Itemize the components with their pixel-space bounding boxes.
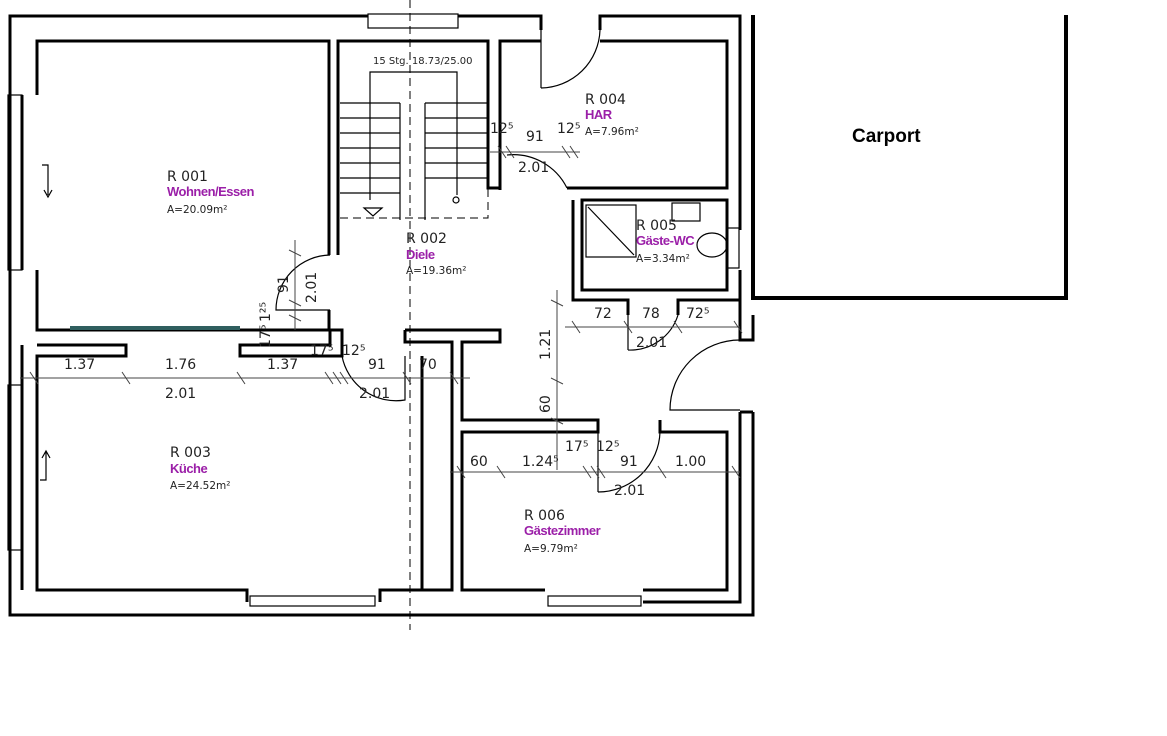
doors — [275, 29, 741, 493]
dimension-label: 17⁵ — [310, 343, 333, 359]
dimension-label: 17⁵ — [258, 325, 274, 348]
dimension-label: 2.01 — [614, 483, 645, 499]
dimension-label: 1.76 — [165, 357, 196, 373]
dimension-label: 2.01 — [636, 335, 667, 351]
dimension-lines — [20, 145, 743, 479]
room-area: A=9.79m² — [524, 543, 578, 555]
arrow-down-icon — [42, 164, 53, 199]
room-id: R 005 — [636, 218, 677, 234]
interior-walls — [20, 39, 742, 604]
room-id: R 003 — [170, 445, 211, 461]
room-id: R 001 — [167, 169, 208, 185]
room-label-r006: R 006 Gästezimmer A=9.79m² — [524, 508, 601, 555]
dimension-label: 1.24⁵ — [522, 454, 559, 470]
room-name: Gäste-WC — [636, 233, 695, 248]
dimension-label: 78 — [642, 306, 660, 322]
dimension-labels: 1.37 1.76 1.37 2.01 17⁵ 12⁵ 91 70 2.01 9… — [64, 121, 709, 499]
dimension-label: 12⁵ — [557, 121, 580, 137]
sanitary-fixtures — [585, 202, 740, 269]
dimension-label: 91 — [368, 357, 386, 373]
room-area: A=3.34m² — [636, 253, 690, 265]
dimension-label: 60 — [538, 395, 554, 413]
room-id: R 004 — [585, 92, 626, 108]
room-name: Gästezimmer — [524, 523, 601, 538]
dimension-label: 60 — [470, 454, 488, 470]
dimension-label: 72⁵ — [686, 306, 709, 322]
stair-note: 15 Stg. 18.73/25.00 — [373, 56, 473, 67]
carport-outline — [751, 15, 1068, 300]
room-area: A=7.96m² — [585, 126, 639, 138]
dimension-label: 2.01 — [518, 160, 549, 176]
dimension-label: 91 — [526, 129, 544, 145]
dimension-label: 2.01 — [165, 386, 196, 402]
room-name: HAR — [585, 107, 613, 122]
dimension-label: 1.37 — [267, 357, 298, 373]
staircase — [340, 71, 489, 220]
carport-label: Carport — [852, 126, 921, 147]
room-area: A=20.09m² — [167, 204, 227, 216]
dimension-label: 1.00 — [675, 454, 706, 470]
room-name: Küche — [170, 461, 208, 476]
room-label-r001: R 001 Wohnen/Essen A=20.09m² — [167, 169, 255, 216]
room-label-r004: R 004 HAR A=7.96m² — [585, 92, 639, 138]
dimension-label: 1.37 — [64, 357, 95, 373]
dimension-label: 70 — [419, 357, 437, 373]
outer-walls — [7, 13, 755, 617]
room-id: R 006 — [524, 508, 565, 524]
room-label-r003: R 003 Küche A=24.52m² — [170, 445, 230, 492]
room-label-r002: R 002 Diele A=19.36m² — [406, 231, 466, 277]
room-name: Diele — [406, 247, 435, 262]
dimension-label: 1²⁵ — [258, 302, 274, 322]
dimension-label: 1.21 — [538, 329, 554, 360]
dimension-label: 12⁵ — [490, 121, 513, 137]
dimension-label: 17⁵ — [565, 439, 588, 455]
room-name: Wohnen/Essen — [167, 184, 255, 199]
dimension-label: 91 — [620, 454, 638, 470]
dimension-label: 2.01 — [304, 272, 320, 303]
dimension-label: 12⁵ — [342, 343, 365, 359]
room-id: R 002 — [406, 231, 447, 247]
dimension-label: 2.01 — [359, 386, 390, 402]
room-area: A=19.36m² — [406, 265, 466, 277]
arrow-up-icon — [40, 449, 51, 481]
dimension-label: 12⁵ — [596, 439, 619, 455]
window-sill — [70, 326, 240, 330]
dimension-label: 91 — [276, 275, 292, 293]
dimension-label: 72 — [594, 306, 612, 322]
room-label-r005: R 005 Gäste-WC A=3.34m² — [636, 218, 696, 265]
room-area: A=24.52m² — [170, 480, 230, 492]
